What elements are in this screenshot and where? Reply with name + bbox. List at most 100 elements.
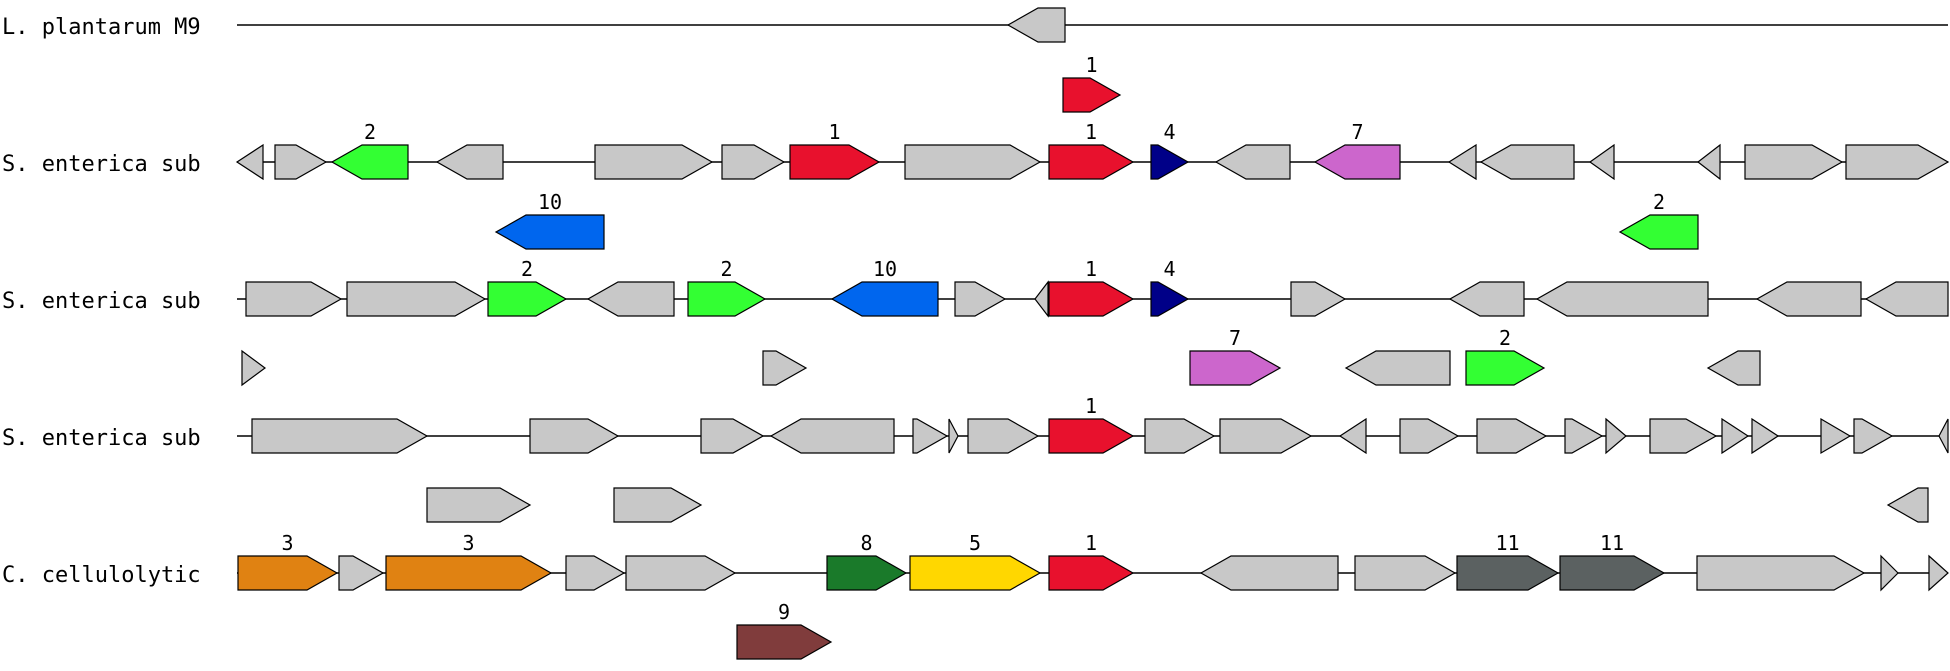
gene-arrow-grey-80[interactable] bbox=[1880, 554, 1899, 592]
gene-arrow-grey-57[interactable] bbox=[1605, 417, 1627, 455]
gene-arrow-darkgreen-72[interactable] bbox=[826, 555, 908, 591]
gene-arrow-grey-66[interactable] bbox=[1886, 487, 1929, 523]
gene-arrow-grey-70[interactable] bbox=[565, 555, 626, 591]
gene-arrow-grey-18[interactable] bbox=[1744, 144, 1844, 180]
gene-arrow-grey-52[interactable] bbox=[1219, 418, 1313, 454]
gene-arrow-grey-22[interactable] bbox=[245, 281, 343, 317]
gene-arrow-grey-79[interactable] bbox=[1696, 555, 1866, 591]
gene-arrow-red-1[interactable] bbox=[1062, 77, 1122, 113]
gene-arrow-grey-0[interactable] bbox=[1006, 7, 1066, 43]
gene-arrow-grey-15[interactable] bbox=[1479, 144, 1575, 180]
gene-arrow-grey-33[interactable] bbox=[1448, 281, 1525, 317]
gene-arrow-grey-55[interactable] bbox=[1476, 418, 1548, 454]
gene-arrow-grey-28[interactable] bbox=[954, 281, 1007, 317]
gene-arrow-grey-65[interactable] bbox=[613, 487, 703, 523]
gene-arrow-grey-68[interactable] bbox=[338, 555, 385, 591]
gene-arrow-grey-51[interactable] bbox=[1144, 418, 1216, 454]
gene-arrow-darkgrey-77[interactable] bbox=[1456, 555, 1560, 591]
gene-arrow-grey-54[interactable] bbox=[1399, 418, 1460, 454]
gene-arrow-violet-39[interactable] bbox=[1189, 350, 1282, 386]
gene-arrow-grey-42[interactable] bbox=[1706, 350, 1761, 386]
gene-arrow-grey-37[interactable] bbox=[241, 349, 267, 387]
gene-number-label: 7 bbox=[1229, 326, 1241, 350]
gene-arrow-green-4[interactable] bbox=[330, 144, 409, 180]
gene-arrow-violet-13[interactable] bbox=[1313, 144, 1401, 180]
gene-arrow-grey-40[interactable] bbox=[1344, 350, 1451, 386]
gene-arrow-navy-11[interactable] bbox=[1150, 144, 1190, 180]
gene-arrow-green-41[interactable] bbox=[1465, 350, 1546, 386]
gene-arrow-grey-35[interactable] bbox=[1755, 281, 1862, 317]
gene-arrow-grey-43[interactable] bbox=[251, 418, 429, 454]
gene-arrow-grey-44[interactable] bbox=[529, 418, 620, 454]
gene-arrow-grey-61[interactable] bbox=[1820, 417, 1852, 455]
gene-arrow-grey-19[interactable] bbox=[1845, 144, 1950, 180]
gene-arrow-grey-14[interactable] bbox=[1447, 143, 1477, 181]
gene-arrow-grey-49[interactable] bbox=[967, 418, 1040, 454]
gene-arrow-grey-32[interactable] bbox=[1290, 281, 1347, 317]
gene-arrow-red-10[interactable] bbox=[1048, 144, 1135, 180]
gene-arrow-grey-45[interactable] bbox=[700, 418, 765, 454]
gene-arrow-grey-75[interactable] bbox=[1199, 555, 1339, 591]
gene-arrow-grey-56[interactable] bbox=[1564, 418, 1604, 454]
gene-arrow-grey-62[interactable] bbox=[1853, 418, 1894, 454]
gene-arrow-grey-17[interactable] bbox=[1697, 143, 1721, 181]
gene-arrow-grey-25[interactable] bbox=[586, 281, 675, 317]
gene-arrow-grey-29[interactable] bbox=[1034, 280, 1049, 318]
gene-number-label: 1 bbox=[828, 120, 840, 144]
track-label-s-enterica-1: S. enterica sub bbox=[2, 152, 201, 177]
gene-arrow-grey-48[interactable] bbox=[948, 418, 959, 454]
gene-number-label: 3 bbox=[281, 531, 293, 555]
gene-arrow-red-50[interactable] bbox=[1048, 418, 1135, 454]
gene-arrow-red-30[interactable] bbox=[1048, 281, 1135, 317]
gene-arrow-blue-27[interactable] bbox=[830, 281, 939, 317]
gene-arrow-green-24[interactable] bbox=[487, 281, 568, 317]
gene-arrow-grey-64[interactable] bbox=[426, 487, 532, 523]
gene-arrow-orange-67[interactable] bbox=[237, 555, 339, 591]
gene-arrow-grey-60[interactable] bbox=[1751, 417, 1780, 455]
gene-number-label: 4 bbox=[1163, 257, 1175, 281]
gene-arrow-brown-82[interactable] bbox=[736, 624, 833, 660]
gene-arrow-grey-7[interactable] bbox=[721, 144, 786, 180]
gene-arrow-grey-81[interactable] bbox=[1928, 554, 1949, 592]
gene-arrow-grey-36[interactable] bbox=[1864, 281, 1949, 317]
gene-arrow-grey-76[interactable] bbox=[1354, 555, 1457, 591]
track-label-c-cellulolytic: C. cellulolytic bbox=[2, 563, 201, 588]
gene-arrow-grey-12[interactable] bbox=[1214, 144, 1291, 180]
gene-arrow-grey-2[interactable] bbox=[235, 143, 264, 181]
gene-arrow-orange-69[interactable] bbox=[385, 555, 553, 591]
gene-arrow-grey-23[interactable] bbox=[346, 281, 487, 317]
gene-arrow-grey-59[interactable] bbox=[1721, 417, 1750, 455]
gene-number-label: 1 bbox=[1085, 120, 1097, 144]
gene-arrow-grey-63[interactable] bbox=[1938, 418, 1949, 454]
gene-number-label: 11 bbox=[1495, 531, 1519, 555]
gene-arrow-grey-34[interactable] bbox=[1535, 281, 1709, 317]
gene-arrow-darkgrey-78[interactable] bbox=[1559, 555, 1666, 591]
gene-arrow-green-26[interactable] bbox=[687, 281, 767, 317]
gene-arrow-red-8[interactable] bbox=[789, 144, 881, 180]
gene-arrow-grey-47[interactable] bbox=[912, 418, 949, 454]
gene-arrow-red-74[interactable] bbox=[1048, 555, 1135, 591]
gene-number-label: 2 bbox=[364, 120, 376, 144]
gene-arrow-navy-31[interactable] bbox=[1150, 281, 1190, 317]
gene-arrow-grey-9[interactable] bbox=[904, 144, 1042, 180]
gene-arrow-grey-3[interactable] bbox=[274, 144, 328, 180]
gene-arrow-grey-71[interactable] bbox=[625, 555, 737, 591]
gene-number-label: 2 bbox=[1653, 190, 1665, 214]
gene-arrow-grey-46[interactable] bbox=[769, 418, 895, 454]
gene-arrow-grey-53[interactable] bbox=[1338, 417, 1367, 455]
gene-arrow-grey-58[interactable] bbox=[1649, 418, 1718, 454]
gene-arrow-blue-20[interactable] bbox=[494, 214, 605, 250]
gene-number-label: 2 bbox=[521, 257, 533, 281]
gene-arrow-yellow-73[interactable] bbox=[909, 555, 1042, 591]
gene-number-label: 10 bbox=[873, 257, 897, 281]
gene-arrow-grey-38[interactable] bbox=[762, 350, 808, 386]
gene-number-label: 11 bbox=[1600, 531, 1624, 555]
gene-arrow-green-21[interactable] bbox=[1618, 214, 1699, 250]
track-label-s-enterica-2: S. enterica sub bbox=[2, 289, 201, 314]
gene-number-label: 5 bbox=[969, 531, 981, 555]
gene-arrow-grey-6[interactable] bbox=[594, 144, 714, 180]
gene-arrow-grey-16[interactable] bbox=[1588, 143, 1615, 181]
gene-arrow-grey-5[interactable] bbox=[435, 144, 504, 180]
